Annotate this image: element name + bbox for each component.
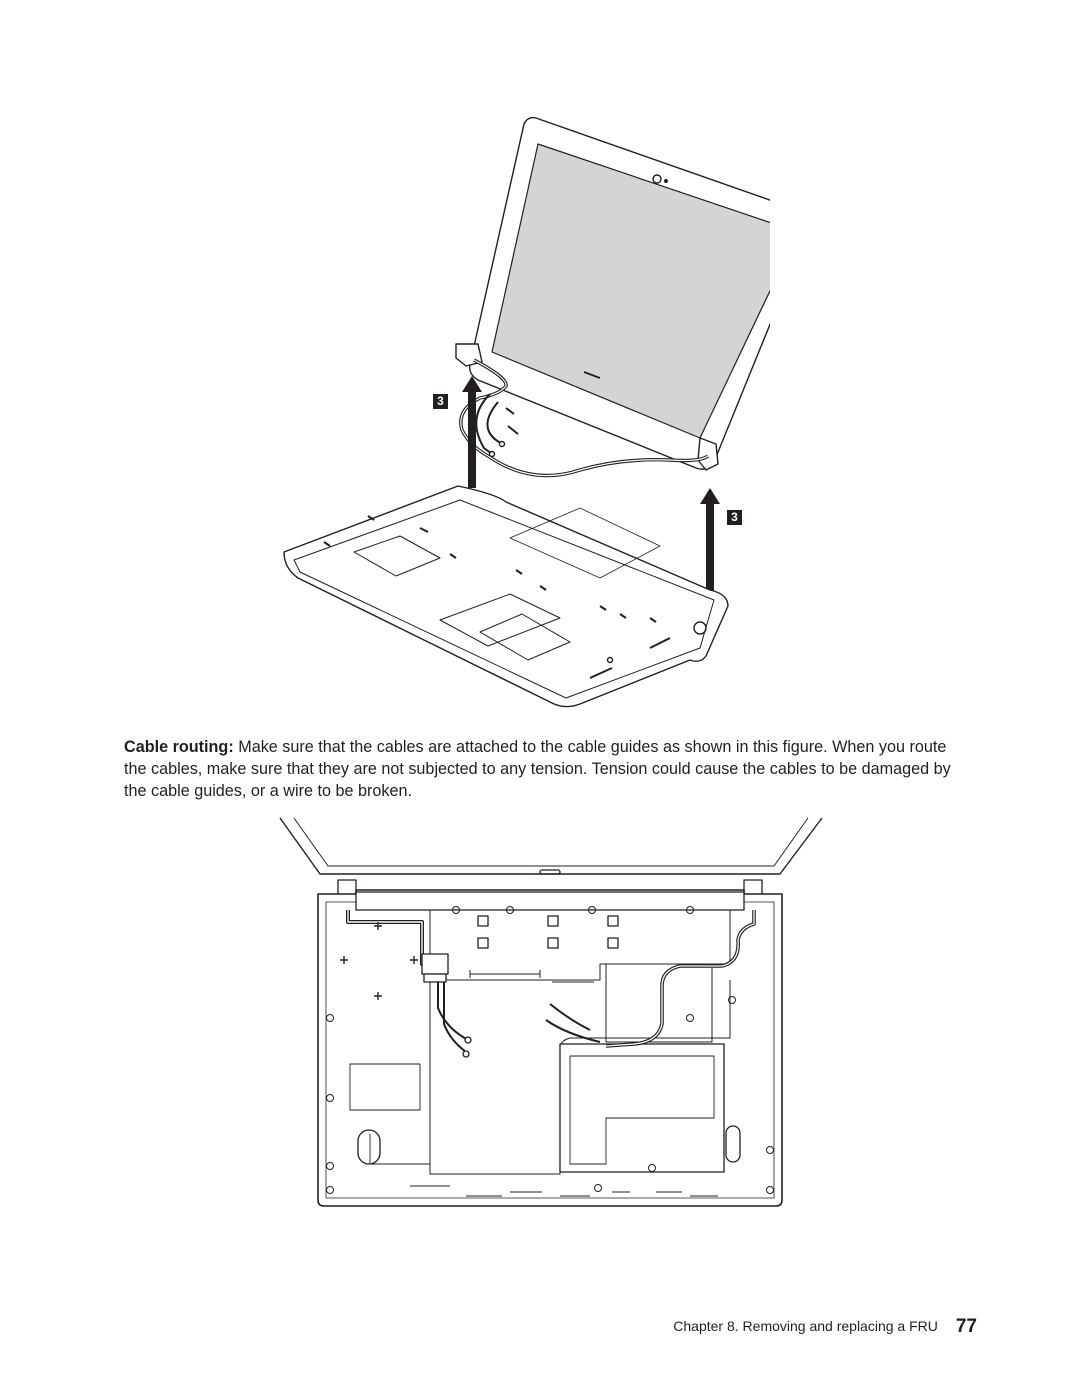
base-cover	[283, 485, 729, 708]
hdd-bay	[559, 1043, 725, 1173]
right-hinge	[697, 437, 719, 471]
lift-arrow-left	[462, 376, 482, 488]
lcd-removal-illustration	[283, 116, 770, 708]
camera-icon	[652, 174, 662, 184]
page-footer: Chapter 8. Removing and replacing a FRU 7…	[673, 1316, 977, 1338]
step-badge-3-left: 3	[433, 394, 448, 409]
lift-arrow-right	[700, 488, 720, 616]
cable-routing-heading: Cable routing:	[124, 738, 234, 756]
cable-routing-illustration	[279, 817, 823, 1207]
cable-routing-paragraph: Cable routing: Make sure that the cables…	[124, 736, 964, 802]
antenna-cable	[437, 982, 469, 1041]
antenna-cable	[475, 393, 493, 455]
cable-routing-text: Make sure that the cables are attached t…	[124, 738, 951, 800]
step-badge-3-right: 3	[727, 510, 742, 525]
page-number: 77	[955, 1316, 977, 1337]
chapter-title: Chapter 8. Removing and replacing a FRU	[673, 1318, 938, 1334]
